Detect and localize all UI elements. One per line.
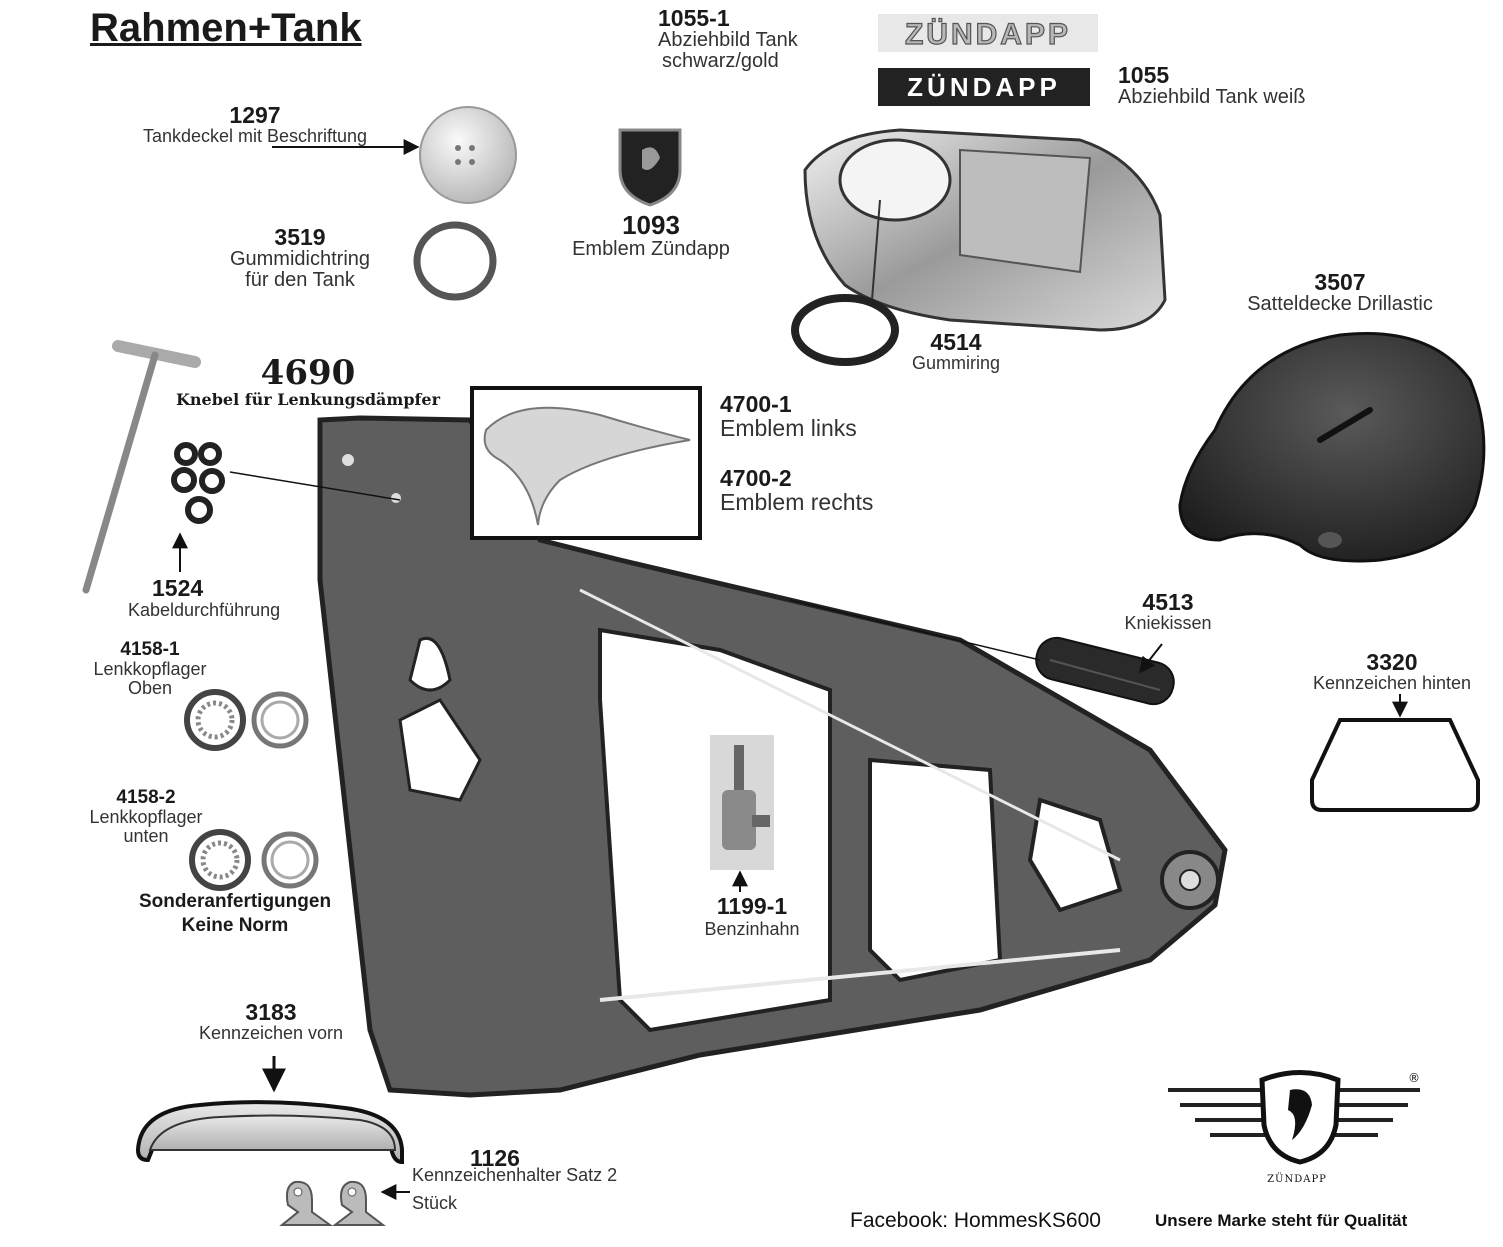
- part-1055-1: 1055-1 Abziehbild Tank schwarz/gold: [658, 6, 798, 72]
- part-4158-2-line2: unten: [123, 825, 169, 846]
- part-4700-2-desc: Emblem rechts: [720, 489, 874, 516]
- gummidichtring-3519-icon: [413, 221, 497, 301]
- part-4514-number: 4514: [930, 329, 982, 355]
- emblem-1093-icon: [618, 128, 682, 207]
- part-1297-desc: Tankdeckel mit Beschriftung: [142, 126, 368, 147]
- part-1055-1-line2: schwarz/gold: [662, 50, 779, 73]
- part-4514-desc: Gummiring: [911, 353, 1000, 374]
- part-1126-line2: Stück: [412, 1193, 458, 1213]
- page-title: Rahmen+Tank: [90, 6, 362, 50]
- part-4690-number: 4690: [260, 353, 356, 393]
- part-4700-1: 4700-1 Emblem links: [720, 392, 857, 440]
- part-3183: 3183 Kennzeichen vorn: [192, 1000, 350, 1043]
- facebook-link[interactable]: Facebook: HommesKS600: [850, 1209, 1101, 1232]
- part-3320: 3320 Kennzeichen hinten: [1296, 650, 1488, 693]
- svg-text:ZÜNDAPP: ZÜNDAPP: [1267, 1173, 1327, 1185]
- part-4513-number: 4513: [1142, 589, 1194, 615]
- svg-text:ZÜNDAPP: ZÜNDAPP: [907, 72, 1061, 102]
- part-3519-line1: Gummidichtring: [229, 248, 371, 271]
- part-3320-number: 3320: [1366, 649, 1418, 675]
- part-1524: 1524: [152, 576, 203, 600]
- kabeldurchfuehrung-1524-icon: [171, 442, 225, 524]
- part-1055-1-number: 1055-1: [658, 5, 730, 31]
- part-3507-desc: Satteldecke Drillastic: [1247, 293, 1433, 316]
- knebel-4690-icon: [82, 340, 201, 594]
- part-1093: 1093 Emblem Zündapp: [560, 210, 742, 261]
- part-1524-desc: Kabeldurchführung: [128, 600, 281, 620]
- part-4514: 4514 Gummiring: [902, 330, 1010, 373]
- fuel-tank-illustration: [803, 128, 1167, 332]
- kennzeichenhalter-1126-icon: [279, 1180, 386, 1226]
- decal-white-icon: ZÜNDAPP: [878, 68, 1090, 106]
- benzinhahn-1199-1-icon: [710, 735, 774, 870]
- part-4158-1-line1: Lenkkopflager: [93, 658, 207, 679]
- part-4158-2-number: 4158-2: [116, 787, 176, 808]
- part-1199-1: 1199-1 Benzinhahn: [690, 894, 814, 939]
- part-1093-number: 1093: [622, 210, 680, 240]
- kennzeichen-hinten-3320-icon: [1310, 718, 1480, 812]
- part-1055: 1055 Abziehbild Tank weiß: [1118, 63, 1306, 108]
- part-3507: 3507 Satteldecke Drillastic: [1222, 270, 1458, 315]
- part-4158-1: 4158-1 Lenkkopflager Oben: [80, 640, 220, 698]
- part-1199-1-number: 1199-1: [716, 893, 788, 919]
- part-4158-1-line2: Oben: [127, 677, 173, 698]
- part-1126-number: 1126: [470, 1145, 520, 1171]
- part-4700-2: 4700-2 Emblem rechts: [720, 466, 873, 514]
- part-1524-number: 1524: [152, 575, 204, 601]
- decal-gold-icon: ZÜNDAPP: [878, 14, 1098, 52]
- part-3183-number: 3183: [245, 999, 297, 1025]
- part-3519-number: 3519: [274, 224, 326, 250]
- part-1126-line1: Kennzeichenhalter Satz 2: [412, 1165, 618, 1185]
- part-3519: 3519 Gummidichtring für den Tank: [205, 225, 395, 291]
- svg-text:ZÜNDAPP: ZÜNDAPP: [905, 18, 1071, 51]
- part-1297: 1297 Tankdeckel mit Beschriftung: [120, 103, 390, 146]
- part-1093-desc: Emblem Zündapp: [572, 238, 730, 261]
- kennzeichen-vorn-3183-icon: [135, 1100, 404, 1165]
- part-4513: 4513 Kniekissen: [1110, 590, 1226, 633]
- part-4700-2-number: 4700-2: [720, 465, 792, 491]
- special-note-line1: Sonderanfertigungen: [138, 891, 332, 912]
- part-1055-number: 1055: [1118, 62, 1170, 88]
- special-note-line2: Keine Norm: [181, 914, 289, 936]
- part-1055-desc: Abziehbild Tank weiß: [1118, 86, 1306, 109]
- part-4690: 4690 Knebel für Lenkungsdämpfer: [158, 353, 458, 409]
- part-1297-number: 1297: [229, 102, 281, 128]
- emblem-4700-icon: [483, 406, 691, 526]
- special-note: Sonderanfertigungen Keine Norm: [120, 892, 350, 936]
- part-4513-desc: Kniekissen: [1124, 613, 1212, 634]
- part-4158-2: 4158-2 Lenkkopflager unten: [76, 788, 216, 846]
- svg-text:®: ®: [1408, 1071, 1420, 1085]
- zuendapp-logo: ® ZÜNDAPP: [1168, 1070, 1420, 1185]
- part-4158-2-line1: Lenkkopflager: [89, 806, 203, 827]
- satteldecke-3507-icon: [1178, 331, 1486, 563]
- part-1199-1-desc: Benzinhahn: [704, 919, 800, 940]
- tankdeckel-1297-icon: [419, 106, 517, 204]
- part-3519-line2: für den Tank: [245, 269, 355, 292]
- kniekissen-4513-icon: [1035, 636, 1175, 706]
- part-4700-1-number: 4700-1: [720, 391, 792, 417]
- part-4158-1-number: 4158-1: [120, 639, 180, 660]
- part-3320-desc: Kennzeichen hinten: [1312, 673, 1472, 694]
- part-4690-desc: Knebel für Lenkungsdämpfer: [175, 389, 441, 409]
- part-3183-desc: Kennzeichen vorn: [198, 1023, 344, 1044]
- gummiring-4514-icon: [791, 294, 899, 366]
- slogan: Unsere Marke steht für Qualität: [1155, 1211, 1408, 1230]
- part-1055-1-line1: Abziehbild Tank: [658, 29, 798, 52]
- lenkkopflager-oben-icon: [184, 689, 309, 751]
- part-4700-1-desc: Emblem links: [720, 415, 857, 442]
- lenkkopflager-unten-icon: [189, 829, 319, 891]
- part-3507-number: 3507: [1314, 269, 1366, 295]
